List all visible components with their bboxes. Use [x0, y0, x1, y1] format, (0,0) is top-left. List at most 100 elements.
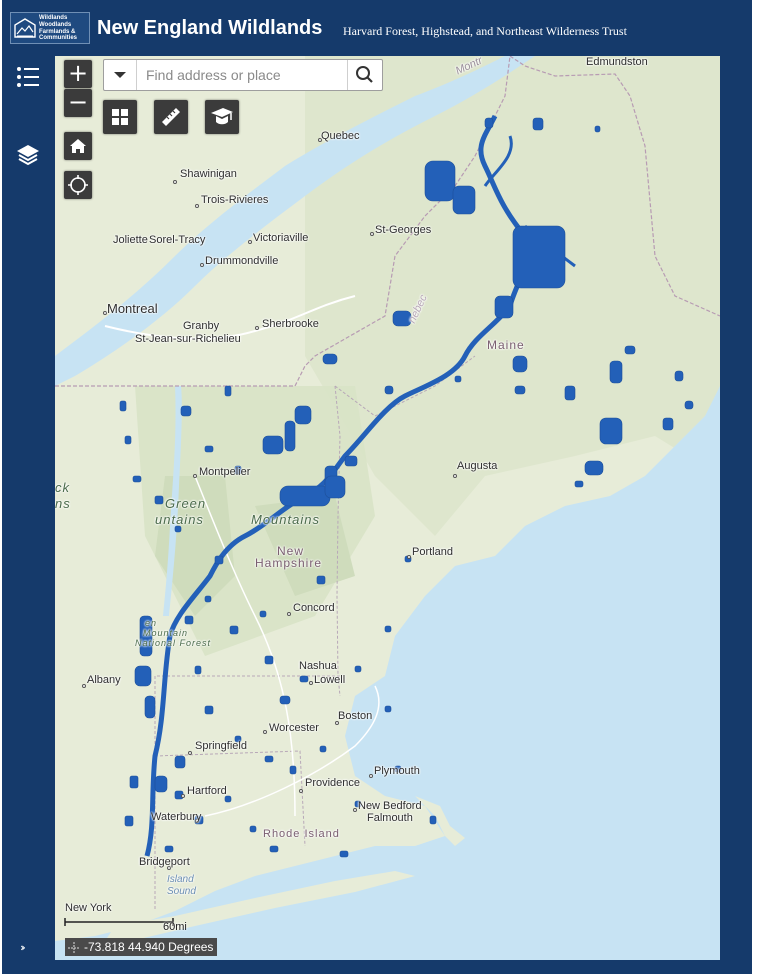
city-dot: [335, 721, 339, 725]
city-dot: [370, 232, 374, 236]
map-view[interactable]: Edmundston Montr Quebec Shawinigan Trois…: [55, 56, 720, 960]
city-dot: [299, 789, 303, 793]
region-label: ck: [55, 480, 70, 495]
logo-text: Wildlands Woodlands Farmlands & Communit…: [39, 15, 77, 42]
place-label: Nashua: [299, 660, 337, 672]
city-dot: [103, 311, 107, 315]
app-header: Wildlands Woodlands Farmlands & Communit…: [2, 0, 752, 56]
region-label: untains: [155, 512, 204, 527]
city-dot: [188, 751, 192, 755]
place-label: Lowell: [314, 674, 346, 686]
place-label: Providence: [305, 777, 361, 789]
place-label: Granby: [183, 320, 220, 332]
search-source-dropdown[interactable]: [104, 60, 137, 90]
logo-line: Woodlands: [39, 21, 72, 28]
city-dot: [287, 612, 291, 616]
place-label: Boston: [338, 710, 373, 722]
place-label: Concord: [293, 602, 335, 614]
coordinate-text: -73.818 44.940 Degrees: [84, 940, 214, 954]
city-dot: [255, 326, 259, 330]
education-icon: [211, 108, 233, 125]
layers-button[interactable]: [15, 142, 41, 168]
region-label: en: [145, 618, 158, 628]
city-dot: [181, 794, 185, 798]
legend-button[interactable]: [15, 64, 41, 90]
region-label: National Forest: [135, 638, 212, 648]
place-label: Joliette: [113, 234, 148, 246]
city-dot: [200, 263, 204, 267]
home-button[interactable]: [64, 132, 92, 160]
city-dot: [195, 819, 199, 823]
list-icon: [17, 67, 39, 87]
crosshair-icon: [67, 941, 81, 955]
city-dot: [318, 138, 322, 142]
place-label: Springfield: [195, 740, 247, 752]
city-dot: [248, 240, 252, 244]
measure-button[interactable]: [154, 100, 188, 134]
city-dot: [173, 180, 177, 184]
left-toolbar: ››: [2, 56, 54, 974]
logo-line: Wildlands: [39, 15, 68, 21]
app-title: New England Wildlands: [97, 17, 323, 39]
basemap: [55, 56, 720, 960]
search-input[interactable]: [136, 60, 346, 90]
place-label: Worcester: [269, 722, 319, 734]
place-label: Albany: [87, 674, 121, 686]
city-dot: [453, 474, 457, 478]
city-dot: [193, 474, 197, 478]
logo-line: Farmlands &: [39, 28, 76, 35]
place-label: Drummondville: [205, 255, 279, 267]
zoom-in-button[interactable]: +: [64, 60, 92, 88]
city-dot: [369, 774, 373, 778]
region-label: Mountains: [251, 512, 320, 527]
scale-bar: [65, 916, 175, 932]
city-dot: [167, 866, 171, 870]
place-label: Falmouth: [367, 812, 413, 824]
city-dot: [263, 730, 267, 734]
city-dot: [353, 808, 357, 812]
place-label: Victoriaville: [253, 232, 309, 244]
education-button[interactable]: [205, 100, 239, 134]
city-dot: [82, 684, 86, 688]
place-label: Montreal: [107, 301, 158, 316]
state-label: New: [277, 544, 305, 558]
place-label: Bridgeport: [139, 856, 190, 868]
search-icon: [356, 66, 373, 83]
locate-button[interactable]: [64, 171, 92, 199]
place-label: St-Georges: [375, 224, 432, 236]
measure-icon: [162, 108, 180, 126]
search-widget: [103, 59, 383, 91]
place-label: Sorel-Tracy: [149, 234, 206, 246]
locate-icon: [68, 175, 88, 195]
place-label: New Bedford: [358, 800, 422, 812]
place-label: Trois-Rivieres: [201, 194, 269, 206]
place-label: Quebec: [321, 130, 360, 142]
place-label: Montpelier: [199, 466, 251, 478]
city-dot: [195, 204, 199, 208]
region-label: ns: [55, 496, 71, 511]
region-label: Mountain: [143, 628, 189, 638]
state-label: Hampshire: [255, 556, 323, 570]
place-label: New York: [65, 902, 112, 914]
place-label: Plymouth: [374, 765, 420, 777]
city-dot: [309, 681, 313, 685]
coordinate-readout: -73.818 44.940 Degrees: [65, 938, 218, 956]
water-label: Sound: [167, 886, 196, 897]
zoom-out-button[interactable]: −: [64, 89, 92, 117]
place-label: Portland: [412, 546, 453, 558]
search-button[interactable]: [347, 60, 382, 90]
scale-label: 60mi: [163, 921, 187, 933]
expand-panel-button[interactable]: ››: [20, 941, 26, 954]
logo-line: Communities: [39, 35, 78, 42]
place-label: Sherbrooke: [262, 318, 319, 330]
basemap-gallery-button[interactable]: [103, 100, 137, 134]
place-label: St-Jean-sur-Richelieu: [135, 333, 241, 345]
organization-logo: Wildlands Woodlands Farmlands & Communit…: [10, 12, 90, 44]
state-label: Rhode Island: [263, 828, 340, 840]
region-label: Green: [165, 496, 207, 511]
state-label: Maine: [487, 338, 525, 352]
place-label: Shawinigan: [180, 168, 237, 180]
place-label: Hartford: [187, 785, 227, 797]
place-label: Augusta: [457, 460, 498, 472]
